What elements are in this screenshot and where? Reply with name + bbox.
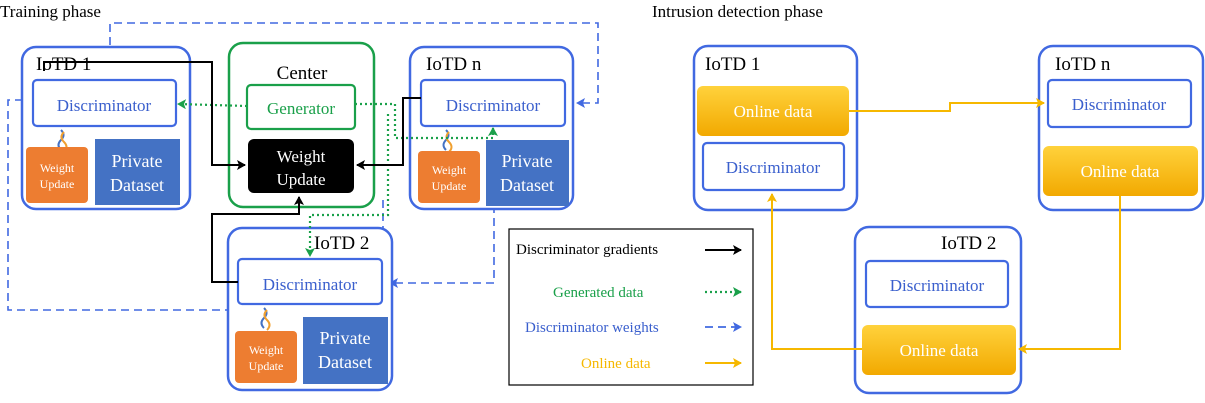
iotdn-weight-update-line1: Weight — [432, 163, 467, 177]
det-iotd1-title: IoTD 1 — [705, 54, 760, 75]
legend-label-generated: Generated data — [553, 285, 644, 301]
det-iotd1-online-data-box — [697, 86, 849, 136]
iotd1-private-dataset-line2: Dataset — [110, 175, 164, 195]
iotdn-cycle-icon — [442, 129, 453, 153]
iotd2-private-dataset-box — [303, 317, 388, 384]
detection-iotd1: IoTD 1 Online data Discriminator — [692, 44, 859, 212]
iotdn-weight-update-line2: Update — [432, 179, 467, 193]
center-weight-update-line1: Weight — [277, 147, 326, 166]
detection-iotdn: IoTD n Discriminator Online data — [1037, 44, 1205, 212]
discriminator-weights-paths — [7, 22, 599, 311]
legend-label-weights: Discriminator weights — [525, 320, 659, 336]
iotd1-weight-update-line2: Update — [40, 177, 75, 191]
iotd1-private-dataset-line1: Private — [112, 151, 163, 171]
det-iotd1-discriminator-box — [701, 141, 846, 192]
detection-iotd2: IoTD 2 Discriminator Online data — [853, 225, 1023, 395]
det-iotdn-online-data-label: Online data — [1081, 162, 1160, 181]
iotdn-title: IoTD n — [426, 54, 482, 75]
legend-label-gradients: Discriminator gradients — [516, 242, 658, 258]
det-iotdn-discriminator-box — [1046, 78, 1193, 129]
det-iotd2-title: IoTD 2 — [941, 233, 996, 254]
iotd1-weight-update-line1: Weight — [40, 161, 75, 175]
iotd2-weight-update-line1: Weight — [249, 343, 284, 357]
iotd1-discriminator-box — [31, 78, 178, 128]
iotd2-title: IoTD 2 — [314, 233, 369, 254]
det-iotd2-online-data-box — [862, 325, 1016, 375]
online-data-paths — [767, 98, 1121, 354]
training-iotd1: IoTD 1 Discriminator Weight Update Priva… — [20, 45, 192, 211]
training-iotd2: IoTD 2 Discriminator Weight Update Priva… — [226, 226, 394, 392]
iotd1-private-dataset-box — [95, 139, 180, 205]
center-weight-update-box — [248, 139, 354, 193]
iotdn-weight-update-box — [418, 151, 480, 203]
center-weight-update-line2: Update — [276, 170, 325, 189]
det-iotd2-online-data-label: Online data — [900, 341, 979, 360]
iotdn-private-dataset-line1: Private — [502, 151, 553, 171]
iotdn-discriminator-label: Discriminator — [446, 96, 541, 115]
discriminator-gradients-paths — [43, 61, 421, 283]
det-iotdn-discriminator-label: Discriminator — [1072, 95, 1167, 114]
det-iotd2-discriminator-box — [864, 259, 1010, 309]
det-iotd1-discriminator-label: Discriminator — [726, 158, 821, 177]
iotd1-discriminator-label: Discriminator — [57, 96, 152, 115]
iotd1-weight-update-box — [26, 147, 88, 203]
generator-label: Generator — [267, 99, 335, 118]
training-iotdn: IoTD n Discriminator Weight Update Priva… — [408, 45, 575, 211]
iotd2-cycle-icon — [260, 307, 271, 331]
iotd2-private-dataset-line2: Dataset — [318, 352, 372, 372]
iotdn-discriminator-box — [419, 78, 567, 128]
iotd1-title: IoTD 1 — [36, 54, 91, 75]
iotdn-private-dataset-line2: Dataset — [500, 175, 554, 195]
det-iotdn-online-data-box — [1043, 146, 1198, 196]
generator-box — [245, 83, 357, 131]
det-iotdn-title: IoTD n — [1055, 54, 1111, 75]
iotd2-weight-update-box — [235, 331, 297, 383]
training-center: Center Generator Weight Update — [227, 41, 376, 209]
iotd2-private-dataset-line1: Private — [320, 328, 371, 348]
legend-label-online: Online data — [581, 356, 651, 372]
iotdn-private-dataset-box — [486, 140, 569, 206]
detection-phase-title: Intrusion detection phase — [652, 2, 823, 21]
det-iotd1-online-data-label: Online data — [734, 102, 813, 121]
iotd2-discriminator-label: Discriminator — [263, 275, 358, 294]
center-title: Center — [277, 63, 328, 84]
det-iotd2-discriminator-label: Discriminator — [890, 276, 985, 295]
legend-box — [508, 228, 754, 386]
iotd2-weight-update-line2: Update — [249, 359, 284, 373]
legend: Discriminator gradients Generated data D… — [508, 228, 754, 386]
training-phase-title: Training phase — [0, 2, 101, 21]
